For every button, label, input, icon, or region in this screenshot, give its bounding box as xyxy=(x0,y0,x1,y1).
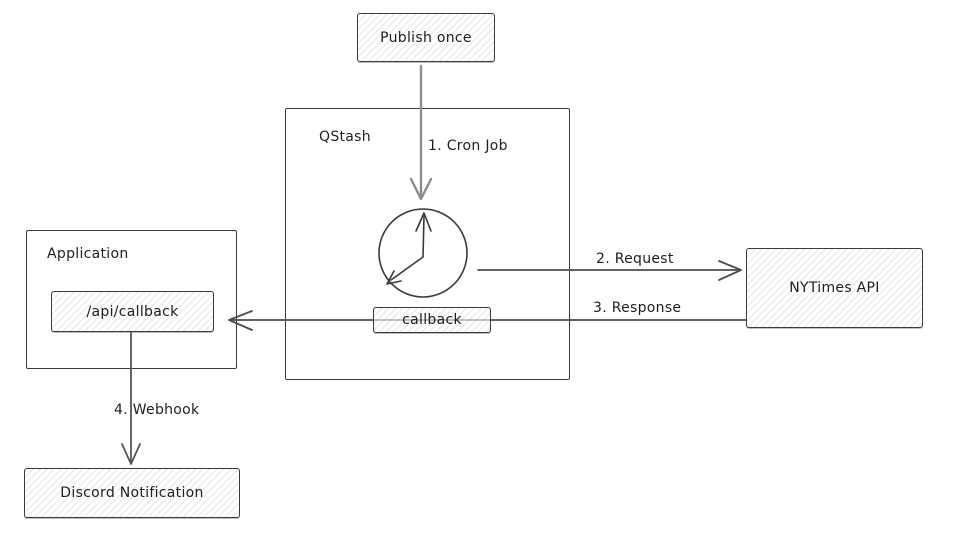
edge-cron-job-label: 1. Cron Job xyxy=(428,138,508,154)
node-nytimes-api: NYTimes API xyxy=(746,248,923,328)
edge-response-label: 3. Response xyxy=(593,300,682,316)
node-discord: Discord Notification xyxy=(24,468,240,518)
node-api-callback: /api/callback xyxy=(51,291,214,332)
node-application-label: Application xyxy=(47,246,129,262)
node-publish-once: Publish once xyxy=(357,13,495,62)
node-nytimes-api-label: NYTimes API xyxy=(789,280,880,296)
edge-request-label: 2. Request xyxy=(596,251,674,267)
edge-webhook-label: 4. Webhook xyxy=(114,402,200,418)
node-qstash-label: QStash xyxy=(319,129,371,145)
node-discord-label: Discord Notification xyxy=(60,485,204,501)
node-api-callback-label: /api/callback xyxy=(86,303,179,320)
node-publish-once-label: Publish once xyxy=(380,29,472,46)
node-qstash-container xyxy=(285,108,570,380)
node-callback-label: callback xyxy=(402,312,462,328)
node-callback: callback xyxy=(373,307,491,333)
